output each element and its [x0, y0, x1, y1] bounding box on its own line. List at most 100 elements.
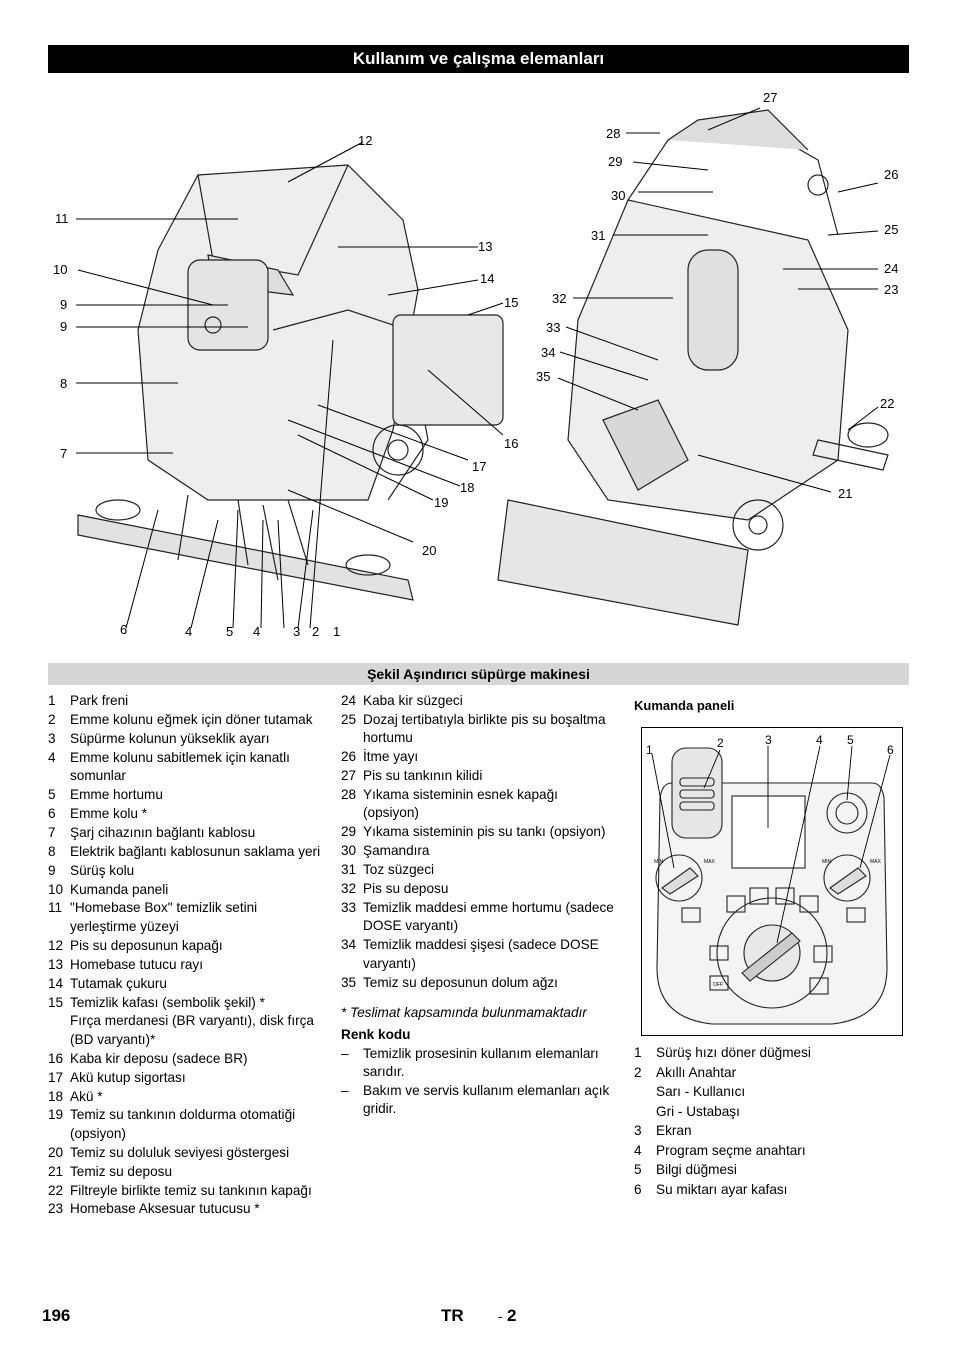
- fig-label-5: 5: [226, 624, 233, 639]
- list-item: 2 Akıllı Anahtar: [634, 1063, 909, 1082]
- item-number: 6: [634, 1181, 642, 1197]
- fig-label-32: 32: [552, 291, 566, 306]
- control-panel-heading: Kumanda paneli: [634, 698, 735, 713]
- item-text: Temizlik maddesi emme hortumu (sadece DO…: [363, 899, 614, 934]
- page-number: 196: [42, 1306, 71, 1325]
- fig-label-23: 23: [884, 282, 898, 297]
- item-text: Yıkama sisteminin esnek kapağı (opsiyon): [363, 787, 558, 821]
- item-number: 9: [48, 862, 56, 878]
- list-item: 21 Temiz su deposu: [48, 1163, 323, 1181]
- item-text: Sarı - Kullanıcı: [656, 1084, 746, 1099]
- item-number: 14: [48, 975, 64, 991]
- item-text: Şarj cihazının bağlantı kablosu: [70, 824, 256, 840]
- item-text: Emme hortumu: [70, 787, 163, 803]
- color-code-heading: Renk kodu: [341, 1027, 411, 1043]
- item-text: Toz süzgeci: [363, 862, 435, 878]
- fig-label-7: 7: [60, 446, 67, 461]
- item-text: Temiz su deposu: [70, 1163, 173, 1179]
- item-text: Ekran: [656, 1123, 692, 1138]
- item-number: 31: [341, 862, 357, 878]
- list-item: 9 Sürüş kolu: [48, 862, 323, 880]
- panel-label-4: 4: [816, 733, 823, 747]
- item-number: 30: [341, 843, 357, 859]
- item-text: Temiz su doluluk seviyesi göstergesi: [70, 1144, 290, 1160]
- item-text: Akıllı Anahtar: [656, 1064, 737, 1080]
- item-number: 24: [341, 693, 357, 708]
- item-number: 12: [48, 937, 64, 953]
- item-text: Süpürme kolunun yükseklik ayarı: [70, 730, 270, 746]
- item-text: Temiz su tankının doldurma otomatiği (op…: [70, 1107, 296, 1141]
- item-number: 1: [634, 1045, 642, 1060]
- control-panel-figure: 1 2 3 4 5 6 MIN MAX MIN MAX OFF: [641, 727, 903, 1036]
- list-item: 11"Homebase Box" temizlik setini yerleşt…: [48, 899, 323, 936]
- fig-label-28: 28: [606, 126, 620, 141]
- color-code-text: Bakım ve servis kullanım elemanları açık…: [363, 1082, 610, 1117]
- fig-label-9: 9: [60, 319, 67, 334]
- item-text: Temiz su deposunun dolum ağzı: [363, 974, 558, 990]
- item-text: İtme yayı: [363, 749, 419, 765]
- fig-label-14: 14: [480, 271, 494, 286]
- footer-separator: -: [498, 1308, 503, 1324]
- item-text: Şamandıra: [363, 843, 430, 859]
- item-number: [48, 1012, 70, 1049]
- fig-label-6: 6: [120, 622, 127, 637]
- item-number: 7: [48, 824, 56, 840]
- item-number: 20: [48, 1144, 64, 1160]
- fig-label-10: 10: [53, 262, 67, 277]
- item-number: 2: [634, 1064, 642, 1080]
- item-text: Su miktarı ayar kafası: [656, 1181, 788, 1197]
- list-item: Gri - Ustabaşı: [634, 1102, 909, 1121]
- fig-label-21: 21: [838, 486, 852, 501]
- color-code-item: –Temizlik prosesinin kullanım elemanları…: [341, 1045, 616, 1082]
- dash-marker: –: [341, 1045, 349, 1061]
- item-number: 4: [48, 749, 56, 765]
- page-title: Kullanım ve çalışma elemanları: [48, 45, 909, 73]
- item-text: Dozaj tertibatıyla birlikte pis su boşal…: [363, 711, 606, 746]
- fig-label-12: 12: [358, 133, 372, 148]
- item-number: 27: [341, 768, 357, 784]
- item-text: Fırça merdanesi (BR varyantı), disk fırç…: [70, 1013, 314, 1047]
- item-text: Kaba kir süzgeci: [363, 693, 463, 708]
- speed-dial-max: MAX: [704, 859, 716, 865]
- language-code: TR: [441, 1306, 464, 1325]
- item-number: 8: [48, 843, 56, 859]
- figure-caption: Şekil Aşındırıcı süpürge makinesi: [48, 663, 909, 685]
- list-item: 24 Kaba kir süzgeci: [341, 692, 616, 710]
- speed-dial-min: MIN: [654, 859, 664, 865]
- item-text: Sürüş kolu: [70, 862, 135, 878]
- list-item: Sarı - Kullanıcı: [634, 1082, 909, 1101]
- item-number: 21: [48, 1163, 64, 1179]
- list-item: 31 Toz süzgeci: [341, 861, 616, 879]
- item-text: Akü *: [70, 1088, 103, 1104]
- item-text: Emme kolunu eğmek için döner tutamak: [70, 711, 313, 727]
- list-item: 33 Temizlik maddesi emme hortumu (sadece …: [341, 899, 616, 936]
- item-number: 4: [634, 1142, 642, 1158]
- fig-label-25: 25: [884, 222, 898, 237]
- item-text: Temizlik kafası (sembolik şekil) *: [70, 994, 265, 1010]
- section-number: 2: [507, 1306, 517, 1325]
- fig-label-34: 34: [541, 345, 555, 360]
- item-text: Kaba kir deposu (sadece BR): [70, 1050, 248, 1066]
- item-number: 33: [341, 899, 357, 915]
- item-text: Emme kolu *: [70, 805, 148, 821]
- item-text: "Homebase Box" temizlik setini yerleştir…: [70, 900, 258, 934]
- control-panel-drawing: 1 2 3 4 5 6 MIN MAX MIN MAX OFF: [646, 733, 894, 1025]
- item-number: 15: [48, 994, 64, 1010]
- item-text: Kumanda paneli: [70, 881, 169, 897]
